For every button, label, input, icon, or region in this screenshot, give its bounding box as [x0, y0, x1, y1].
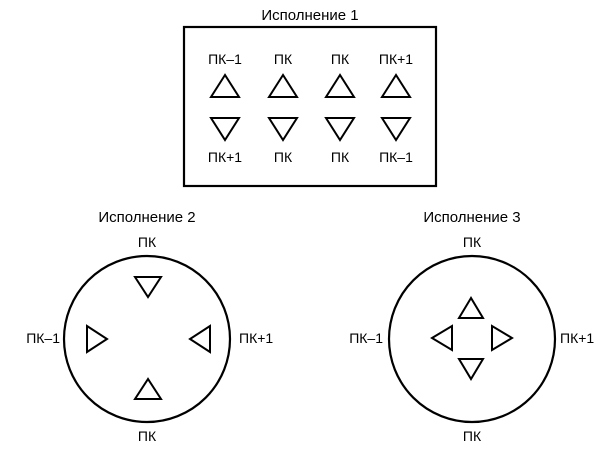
left-triangle-icon: [188, 324, 211, 354]
up-triangle-icon: [457, 296, 485, 319]
variant-1-bottom-label-2: ПК: [274, 149, 293, 165]
variant-3-label-bottom: ПК: [463, 428, 482, 444]
variant-2-label-bottom: ПК: [138, 428, 157, 444]
variant-1-top-label-4: ПК+1: [379, 51, 413, 67]
variant-2: Исполнение 2 ПК ПК–1 ПК+1 ПК: [26, 209, 273, 444]
right-triangle-icon: [86, 324, 109, 354]
variant-1-top-label-2: ПК: [274, 51, 293, 67]
variant-3: Исполнение 3 ПК ПК–1 ПК+1 ПК: [349, 209, 594, 444]
variant-1-panel: [182, 25, 438, 188]
down-triangle-icon: [457, 358, 485, 381]
up-triangle-icon: [324, 73, 356, 98]
variant-1-top-label-3: ПК: [331, 51, 350, 67]
variant-2-title: Исполнение 2: [98, 209, 195, 226]
variant-1-title: Исполнение 1: [261, 7, 358, 24]
right-triangle-icon: [491, 324, 514, 352]
up-triangle-icon: [209, 73, 241, 98]
variant-3-label-left: ПК–1: [349, 330, 383, 346]
variant-1: Исполнение 1 ПК–1 ПК ПК ПК+1 ПК+1 ПК ПК …: [182, 7, 438, 188]
up-triangle-icon: [267, 73, 299, 98]
variant-1-bottom-label-3: ПК: [331, 149, 350, 165]
down-triangle-icon: [209, 117, 241, 142]
variant-1-bottom-label-1: ПК+1: [208, 149, 242, 165]
up-triangle-icon: [133, 377, 163, 400]
variant-1-bottom-label-4: ПК–1: [379, 149, 413, 165]
variant-3-label-right: ПК+1: [560, 330, 594, 346]
down-triangle-icon: [380, 117, 412, 142]
up-triangle-icon: [380, 73, 412, 98]
variant-2-label-left: ПК–1: [26, 330, 60, 346]
left-triangle-icon: [430, 324, 453, 352]
down-triangle-icon: [267, 117, 299, 142]
down-triangle-icon: [133, 276, 163, 299]
variant-2-circle: [62, 254, 232, 424]
variant-1-top-label-1: ПК–1: [208, 51, 242, 67]
variant-3-label-top: ПК: [463, 234, 482, 250]
variant-3-circle: [387, 254, 557, 424]
down-triangle-icon: [324, 117, 356, 142]
variant-3-title: Исполнение 3: [423, 209, 520, 226]
variant-2-label-right: ПК+1: [239, 330, 273, 346]
variant-2-label-top: ПК: [138, 234, 157, 250]
